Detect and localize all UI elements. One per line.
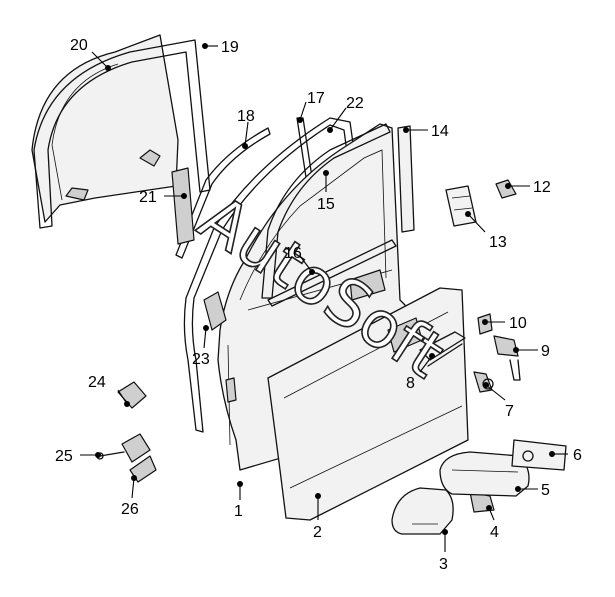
part-outer-panel	[267, 287, 469, 521]
callout-26: 26	[121, 501, 139, 518]
callout-20: 20	[70, 37, 88, 54]
part-glass-run	[33, 39, 211, 229]
callout-24: 24	[88, 374, 106, 391]
part-window-frame-strip	[175, 127, 271, 259]
part-check-bracket	[117, 381, 147, 409]
part-door-lock	[445, 185, 477, 227]
callout-25: 25	[55, 448, 73, 465]
callout-18: 18	[237, 108, 255, 125]
part-rear-channel	[397, 125, 415, 233]
callout-17: 17	[307, 90, 325, 107]
part-door-check	[96, 433, 151, 463]
part-upper-channel	[261, 123, 391, 299]
callout-1: 1	[234, 503, 243, 520]
callout-14: 14	[431, 123, 449, 140]
callout-16: 16	[284, 245, 302, 262]
callout-19: 19	[221, 39, 239, 56]
callout-10: 10	[509, 315, 527, 332]
part-door-weatherstrip	[183, 117, 369, 433]
part-mirror-cover	[391, 487, 454, 535]
callout-13: 13	[489, 234, 507, 251]
callout-3: 3	[439, 556, 448, 573]
callout-leaders	[80, 43, 568, 552]
callout-5: 5	[541, 482, 550, 499]
callout-6: 6	[573, 447, 582, 464]
part-handle-linkage	[419, 331, 466, 367]
callout-12: 12	[533, 179, 551, 196]
part-window-regulator-bracket	[171, 167, 195, 245]
callout-labels: 1 2 3 4 5 6 7 8 9 10 12 13 14 15 16 17 1…	[55, 37, 582, 573]
callout-21: 21	[139, 189, 157, 206]
callout-4: 4	[490, 524, 499, 541]
part-lock-actuator-clip	[495, 179, 517, 199]
callout-15: 15	[317, 196, 335, 213]
part-mirror-housing	[439, 451, 530, 497]
callout-7: 7	[505, 403, 514, 420]
callout-8: 8	[406, 375, 415, 392]
callout-9: 9	[541, 343, 550, 360]
callout-2: 2	[313, 524, 322, 541]
part-key	[473, 371, 494, 393]
part-door-hinge	[203, 291, 227, 331]
part-belt-strip	[267, 239, 397, 307]
part-mirror-glass	[511, 439, 567, 471]
callout-22: 22	[346, 95, 364, 112]
callout-23: 23	[192, 351, 210, 368]
part-lock-cylinder	[493, 335, 521, 381]
part-door-glass	[31, 34, 179, 223]
